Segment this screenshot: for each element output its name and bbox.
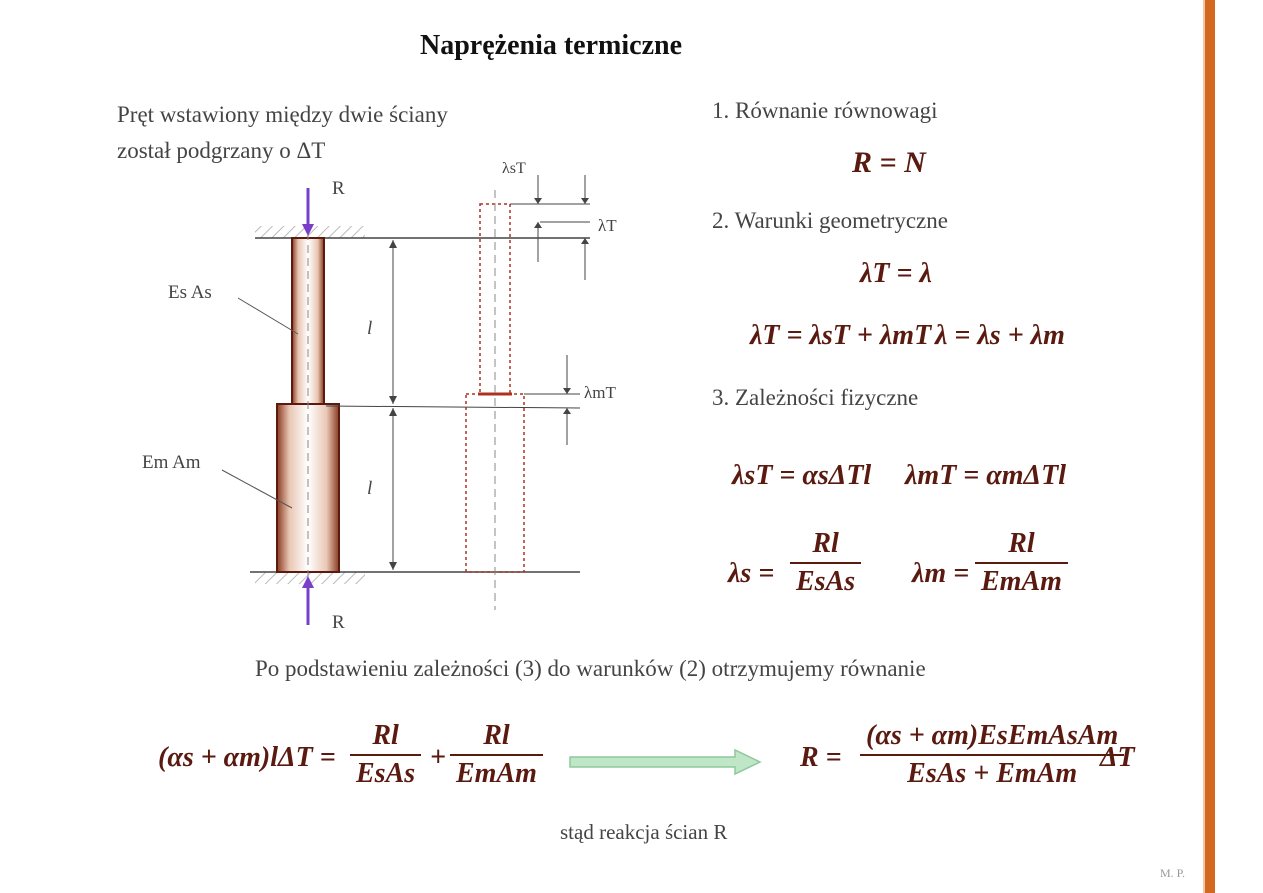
fraction-bar [860,754,1125,756]
fraction-bar [975,562,1068,564]
geom-equation-2b: λ = λs + λm [935,320,1065,351]
lambda-s-arrow-b [534,222,542,228]
fraction-numerator: Rl [372,720,399,751]
slide-title: Naprężenia termiczne [420,30,682,61]
reaction-note: stąd reakcja ścian R [560,820,728,844]
force-label-top: R [332,178,345,199]
author-initials: M. P. [1160,866,1186,880]
geom-equation-1: λT = λ [860,258,932,289]
dim-top-arrow-up [389,240,397,248]
result-tail: ΔT [1100,742,1135,773]
geom-equation-2a: λT = λsT + λmT [750,320,932,351]
phys-equation-2a-lhs: λs = [728,558,775,589]
dim-bottom-arrow-down [389,562,397,570]
fraction-numerator: Rl [812,528,839,559]
result-fraction: (αs + αm)EsEmAsAm EsAs + EmAm [860,720,1125,790]
right-accent-line [1203,0,1205,893]
copper-label: Em Am [142,452,201,473]
fraction-bar [350,754,422,756]
fraction-denominator: EsAs [796,566,856,597]
fraction-denominator: EmAm [981,566,1062,597]
fraction-numerator: (αs + αm)EsEmAsAm [866,720,1119,751]
substitution-text: Po podstawieniu zależności (3) do warunk… [255,656,926,681]
lambda-m-arrow-b [563,408,571,414]
phys-equation-1a: λsT = αsΔTl [732,460,872,491]
final-fraction-2: Rl EmAm [450,720,543,790]
right-accent-bar [1205,0,1215,893]
final-fraction-1: Rl EsAs [350,720,422,790]
length-label-bottom: l [367,478,373,499]
junction-line [325,405,581,409]
lambda-T-arrow-b [581,238,589,244]
copper-leader [221,469,293,509]
lambda-T-label: λT [598,216,617,235]
steel-label: Es As [168,282,212,303]
fraction-denominator: EsAs + EmAm [907,758,1078,789]
section-3-heading: 3. Zależności fizyczne [712,385,919,410]
bottom-wall-hatch [255,572,365,584]
lambda-s-arrow-a [534,198,542,204]
fraction-numerator: Rl [1008,528,1035,559]
lambda-m-T-label: λmT [584,383,616,402]
fraction-bar [450,754,543,756]
steel-leader [237,297,299,335]
result-lhs: R = [800,742,842,773]
fraction-denominator: EsAs [356,758,416,789]
phys-equation-2b-fraction: Rl EmAm [975,528,1068,598]
top-force-arrowhead [302,224,314,236]
force-label-bottom: R [332,612,345,633]
phys-equation-2b-lhs: λm = [912,558,970,589]
phys-equation-2a-fraction: Rl EsAs [790,528,862,598]
lambda-T-arrow-a [581,198,589,204]
lambda-s-T-label: λsT [502,160,526,177]
implies-arrow [569,748,762,776]
section-2-heading: 2. Warunki geometryczne [712,208,948,233]
fraction-bar [790,562,862,564]
final-equation-lhs: (αs + αm)lΔT = [158,742,336,773]
dim-bottom-arrow-up [389,408,397,416]
equilibrium-equation: R = N [852,146,926,179]
intro-line-1: Pręt wstawiony między dwie ściany [117,102,448,127]
fraction-numerator: Rl [483,720,510,751]
length-label-top: l [367,318,373,339]
phys-equation-1b: λmT = αmΔTl [905,460,1066,491]
section-1-heading: 1. Równanie równowagi [712,98,938,123]
fraction-denominator: EmAm [456,758,537,789]
final-plus: + [430,742,446,773]
intro-line-2: został podgrzany o ΔT [117,138,326,163]
lambda-m-arrow-a [563,388,571,394]
bottom-force-arrowhead [302,576,314,588]
dim-top-arrow-down [389,396,397,404]
